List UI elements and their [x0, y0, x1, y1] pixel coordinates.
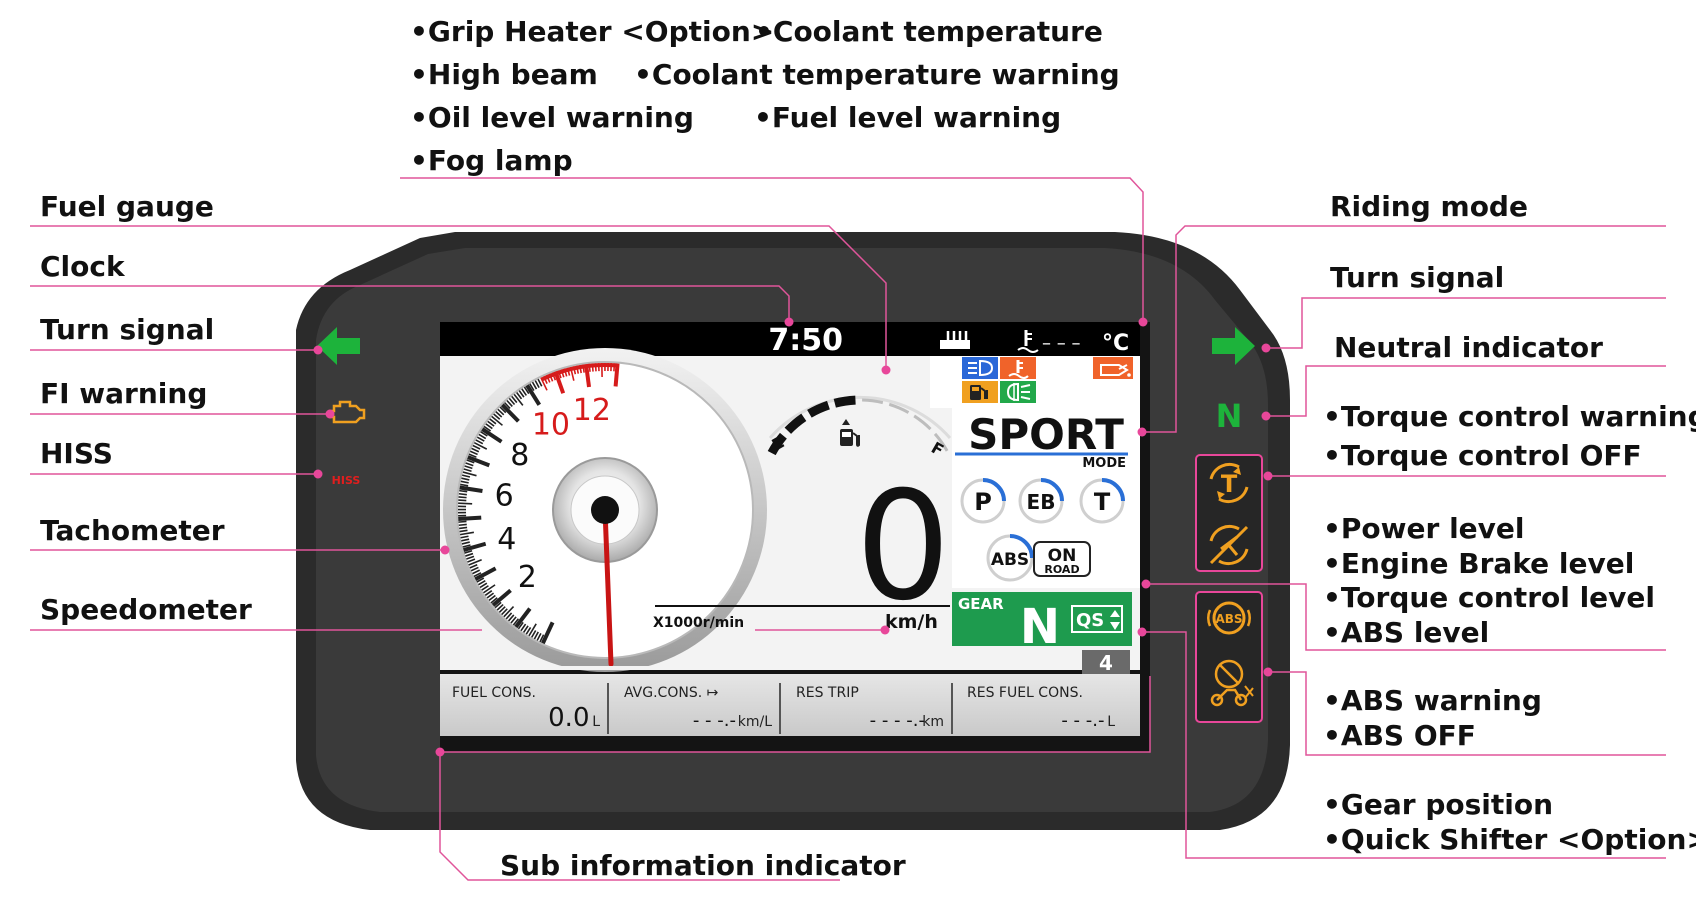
sub-info-title: AVG.CONS. ↦: [624, 685, 719, 701]
tacho-label: 2: [518, 560, 537, 595]
sub-info-value: - - -.-: [1061, 710, 1104, 731]
sub-info-unit: L: [592, 714, 600, 730]
quick-shifter-label: QS: [1076, 610, 1104, 631]
speed-unit: km/h: [885, 611, 938, 633]
engine-brake-level-indicator: EB: [1020, 480, 1062, 522]
riding-mode-caption: MODE: [1082, 456, 1126, 471]
sub-info-title: RES TRIP: [796, 685, 859, 701]
tacho-tick: [458, 518, 481, 519]
label-speedometer: Speedometer: [40, 593, 252, 626]
label-torque-warning: •Torque control warning: [1323, 400, 1696, 433]
tacho-tick: [458, 503, 472, 504]
sub-info-bar: [440, 674, 1140, 736]
tacho-tick: [459, 521, 467, 522]
label-oil-warning: •Oil level warning: [410, 101, 694, 134]
sub-info-value: - - - -.-: [870, 710, 925, 731]
tacho-tick: [459, 527, 467, 528]
label-grip-heater: •Grip Heater <Option>: [410, 15, 774, 48]
sub-info-unit: L: [1107, 714, 1115, 730]
label-turn-signal-left: Turn signal: [40, 313, 214, 346]
label-coolant-warning: •Coolant temperature warning: [634, 58, 1120, 91]
power-level-indicator: P: [962, 480, 1004, 522]
svg-text:T: T: [1221, 470, 1238, 498]
abs-level-indicator: ABS ON ROAD: [988, 536, 1090, 580]
label-abs-warning: •ABS warning: [1323, 684, 1542, 717]
hiss-indicator: HISS: [332, 474, 361, 487]
tacho-tick: [459, 491, 467, 492]
power-level-label: P: [974, 488, 992, 516]
label-power-level: •Power level: [1323, 512, 1525, 545]
label-fog-lamp: •Fog lamp: [410, 144, 573, 177]
label-abs-off: •ABS OFF: [1323, 719, 1476, 752]
clock-readout: 7:50: [768, 323, 843, 358]
tacho-label: 12: [573, 393, 611, 428]
sub-info-unit: km/L: [738, 714, 772, 730]
page-number: 4: [1099, 651, 1113, 675]
label-fuel-gauge: Fuel gauge: [40, 190, 214, 223]
riding-mode-value: SPORT: [968, 410, 1124, 459]
label-abs-level: •ABS level: [1323, 616, 1489, 649]
label-engine-brake-level: •Engine Brake level: [1323, 547, 1634, 580]
label-riding-mode: Riding mode: [1330, 190, 1528, 223]
top-labels: •Grip Heater <Option> •Coolant temperatu…: [410, 15, 1120, 177]
label-tachometer: Tachometer: [40, 514, 225, 547]
tacho-label: 10: [532, 407, 570, 442]
label-clock: Clock: [40, 250, 126, 283]
tacho-tick: [459, 497, 467, 498]
sub-info-title: RES FUEL CONS.: [967, 685, 1083, 701]
clock-bar: [440, 322, 930, 356]
right-labels: Riding mode Turn signal Neutral indicato…: [1323, 190, 1696, 856]
sub-info-title: FUEL CONS.: [452, 685, 536, 701]
tacho-label: 4: [497, 522, 516, 557]
label-gear-position: •Gear position: [1323, 788, 1553, 821]
label-high-beam: •High beam: [410, 58, 598, 91]
label-neutral: Neutral indicator: [1334, 331, 1603, 364]
torque-level-label: T: [1094, 488, 1111, 516]
gear-caption: GEAR: [958, 595, 1004, 613]
fuel-segment: [835, 400, 856, 403]
tacho-tick: [459, 524, 467, 525]
tacho-tick: [459, 494, 467, 495]
label-quick-shifter: •Quick Shifter <Option>: [1323, 823, 1696, 856]
sub-info-unit: km: [922, 714, 944, 730]
gear-value: N: [1020, 599, 1060, 655]
engine-brake-level-label: EB: [1027, 490, 1056, 514]
label-hiss: HISS: [40, 437, 113, 470]
label-torque-off: •Torque control OFF: [1323, 439, 1642, 472]
label-torque-level: •Torque control level: [1323, 581, 1655, 614]
tacho-label: 6: [495, 478, 514, 513]
speed-readout: 0: [855, 460, 950, 634]
neutral-indicator: N: [1216, 397, 1243, 435]
label-coolant-temp: •Coolant temperature: [755, 15, 1103, 48]
coolant-unit: °C: [1102, 331, 1129, 356]
tacho-tick: [458, 500, 466, 501]
tacho-label: 8: [510, 438, 529, 473]
abs-mode-bottom: ROAD: [1044, 563, 1079, 576]
sub-info-value: 0.0: [548, 703, 589, 733]
tacho-unit: X1000r/min: [653, 615, 744, 631]
label-fuel-warning: •Fuel level warning: [754, 101, 1061, 134]
sub-info-value: - - -.-: [693, 710, 736, 731]
coolant-readout: – – –: [1042, 333, 1080, 354]
left-labels: Fuel gauge Clock Turn signal FI warning …: [40, 190, 252, 626]
torque-level-indicator: T: [1081, 480, 1123, 522]
label-fi-warning: FI warning: [40, 377, 207, 410]
label-turn-signal-right: Turn signal: [1330, 261, 1504, 294]
label-sub-info: Sub information indicator: [500, 849, 906, 882]
abs-level-label: ABS: [991, 550, 1029, 570]
abs-icon-text: ABS: [1215, 612, 1242, 626]
